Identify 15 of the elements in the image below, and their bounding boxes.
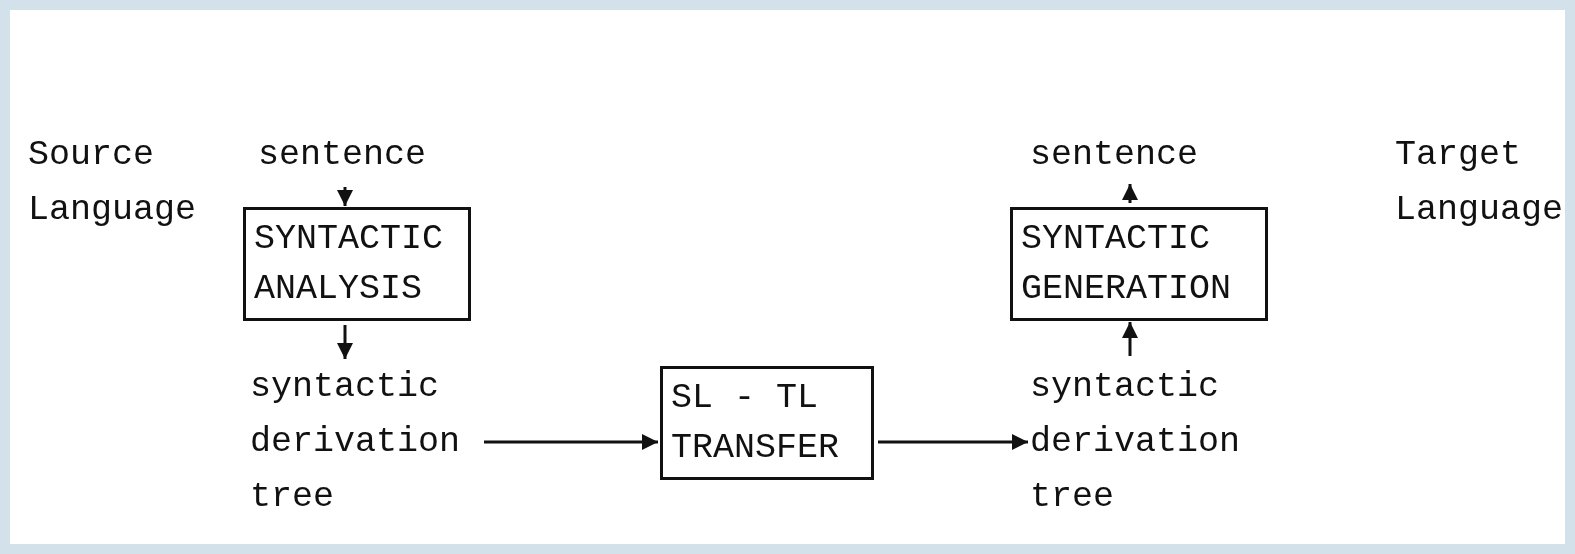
arrow <box>1122 322 1138 356</box>
plain-text: syntactic derivation tree <box>250 360 480 525</box>
plain-text: sentence <box>1030 128 1230 183</box>
arrow <box>337 325 353 359</box>
arrow <box>1122 184 1138 203</box>
plain-text: sentence <box>258 128 458 183</box>
arrow <box>484 434 658 450</box>
arrow <box>878 434 1028 450</box>
process-box: SYNTACTIC ANALYSIS <box>243 207 471 321</box>
process-box: SYNTACTIC GENERATION <box>1010 207 1268 321</box>
process-box: SL - TL TRANSFER <box>660 366 874 480</box>
language-label: Source Language <box>28 134 198 232</box>
plain-text: syntactic derivation tree <box>1030 360 1270 525</box>
arrow <box>337 187 353 206</box>
language-label: Target Language <box>1395 134 1565 232</box>
